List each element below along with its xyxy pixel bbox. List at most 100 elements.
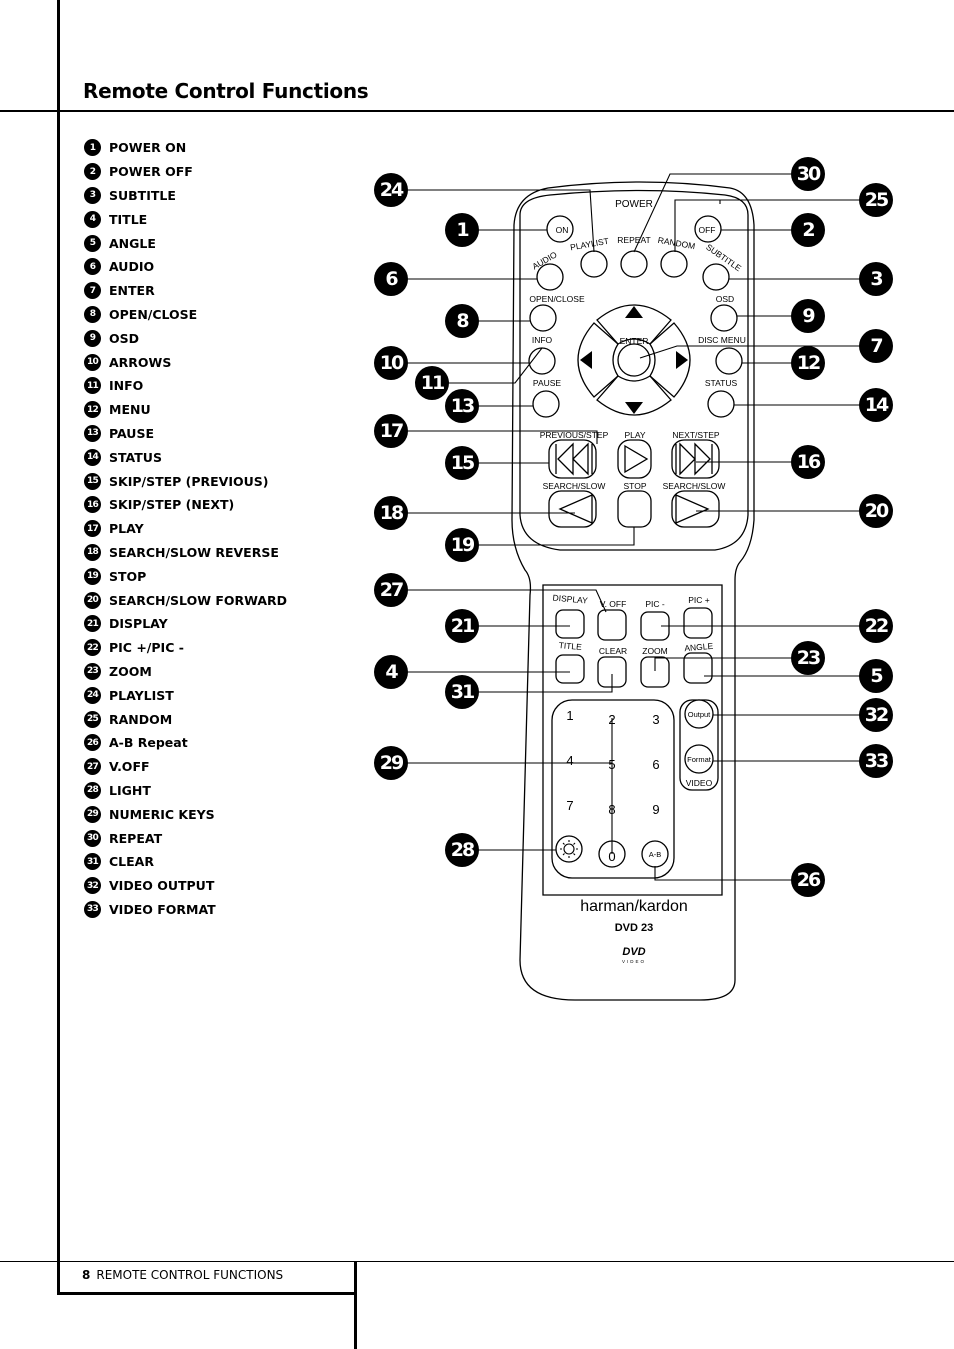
svg-text:ANGLE: ANGLE	[684, 641, 714, 654]
number-badge: 1	[84, 139, 101, 157]
function-label: LIGHT	[109, 782, 151, 798]
number-badge: 12	[84, 401, 101, 419]
number-badge: 22	[84, 639, 101, 657]
function-item: 24 PLAYLIST	[84, 683, 287, 707]
svg-text:OPEN/CLOSE: OPEN/CLOSE	[529, 294, 585, 304]
callout-badge: 30	[791, 157, 825, 191]
number-badge: 26	[84, 734, 101, 752]
function-item: 12 MENU	[84, 398, 287, 422]
page-title: Remote Control Functions	[83, 79, 369, 103]
function-item: 28 LIGHT	[84, 779, 287, 803]
number-badge: 14	[84, 448, 101, 466]
svg-text:NEXT/STEP: NEXT/STEP	[672, 430, 720, 440]
function-label: SKIP/STEP (PREVIOUS)	[109, 473, 269, 489]
function-label: DISPLAY	[109, 616, 168, 632]
number-badge: 24	[84, 686, 101, 704]
svg-text:ON: ON	[556, 225, 569, 235]
callout-badge: 2	[791, 213, 825, 247]
function-item: 23 ZOOM	[84, 660, 287, 684]
number-badge: 16	[84, 496, 101, 514]
svg-text:VIDEO: VIDEO	[686, 778, 713, 788]
callout-badge: 1	[445, 213, 479, 247]
callout-badge: 21	[445, 609, 479, 643]
function-label: OPEN/CLOSE	[109, 306, 198, 322]
svg-text:SEARCH/SLOW: SEARCH/SLOW	[663, 481, 726, 491]
number-badge: 25	[84, 710, 101, 728]
svg-text:OFF: OFF	[699, 225, 716, 235]
light-icon	[560, 840, 578, 858]
svg-text:Format: Format	[687, 755, 712, 764]
callout-badge: 19	[445, 528, 479, 562]
number-badge: 31	[84, 853, 101, 871]
svg-text:Output: Output	[688, 710, 711, 719]
function-label: MENU	[109, 402, 151, 418]
svg-text:RANDOM: RANDOM	[657, 235, 696, 251]
number-badge: 28	[84, 781, 101, 799]
left-margin-rule	[57, 0, 60, 1295]
number-badge: 11	[84, 377, 101, 395]
number-badge: 32	[84, 877, 101, 895]
callout-badge: 25	[859, 183, 893, 217]
function-label: VIDEO FORMAT	[109, 901, 216, 917]
function-label: INFO	[109, 378, 144, 394]
function-label: ZOOM	[109, 663, 152, 679]
number-badge: 4	[84, 210, 101, 228]
function-label: PIC +/PIC -	[109, 640, 184, 656]
number-badge: 13	[84, 424, 101, 442]
function-label: REPEAT	[109, 830, 163, 846]
footer-bottom-rule	[57, 1292, 357, 1295]
number-badge: 23	[84, 662, 101, 680]
function-label: PLAY	[109, 521, 144, 537]
function-item: 5 ANGLE	[84, 231, 287, 255]
callout-badge: 17	[374, 414, 408, 448]
function-label: POWER ON	[109, 140, 187, 156]
function-label: SUBTITLE	[109, 187, 176, 203]
function-label: CLEAR	[109, 854, 154, 870]
callout-badge: 4	[374, 655, 408, 689]
numeric-key-label: 7	[566, 798, 573, 813]
brand-logo: harman/kardon	[580, 898, 688, 915]
callout-badge: 27	[374, 573, 408, 607]
number-badge: 18	[84, 543, 101, 561]
number-badge: 8	[84, 305, 101, 323]
svg-text:PAUSE: PAUSE	[533, 378, 562, 388]
callout-badge: 3	[859, 262, 893, 296]
svg-text:STOP: STOP	[624, 481, 647, 491]
footer-label: REMOTE CONTROL FUNCTIONS	[96, 1268, 284, 1282]
model-label: DVD 23	[615, 922, 654, 934]
numeric-key-label: 3	[652, 712, 659, 727]
function-label: AUDIO	[109, 259, 155, 275]
function-label: POWER OFF	[109, 164, 193, 180]
function-label: SKIP/STEP (NEXT)	[109, 497, 235, 513]
function-item: 22 PIC +/PIC -	[84, 636, 287, 660]
callout-badge: 33	[859, 744, 893, 778]
function-label: ANGLE	[109, 235, 156, 251]
number-badge: 29	[84, 805, 101, 823]
callout-badge: 13	[445, 389, 479, 423]
callout-badge: 29	[374, 746, 408, 780]
number-badge: 9	[84, 329, 101, 347]
callout-badge: 10	[374, 346, 408, 380]
callout-badge: 23	[791, 641, 825, 675]
function-label: PLAYLIST	[109, 687, 174, 703]
numeric-key-label: 0	[608, 849, 615, 864]
number-badge: 5	[84, 234, 101, 252]
numeric-key-label: 4	[566, 753, 573, 768]
callout-badge: 16	[791, 445, 825, 479]
svg-text:DISC MENU: DISC MENU	[698, 335, 746, 345]
